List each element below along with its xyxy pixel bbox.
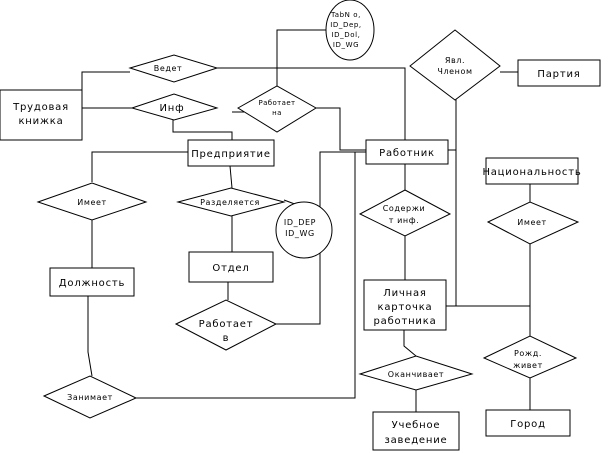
rel-label-line: т инф. — [389, 216, 420, 225]
rel-razdelyaetsya: Разделяется — [176, 187, 286, 217]
entity-lichnaya-kartochka: Личная карточка работника — [363, 279, 447, 331]
attr-label-line: TabN o, — [330, 11, 361, 19]
attr-label-line: ID_Dol, — [332, 31, 361, 39]
rel-label-line: Явл. — [445, 56, 465, 65]
rel-rabotaet-v: Работает в — [174, 299, 278, 351]
attr-keys-mid: ID_DEP ID_WG — [275, 201, 333, 259]
entity-gorod: Город — [485, 409, 571, 437]
entity-predpriyatie: Предприятие — [187, 139, 275, 167]
entity-natsionalnost: Национальность — [482, 157, 581, 185]
entity-label: Партия — [537, 69, 580, 80]
edge-rabotaet-rabotnik — [312, 107, 366, 151]
rel-inf: Инф — [130, 93, 219, 121]
entity-label-line: Трудовая — [12, 102, 69, 113]
rel-label: Имеет — [77, 198, 107, 207]
rel-yavl-chlenom: Явл. Членом — [409, 29, 501, 101]
rel-label: Ведет — [154, 64, 183, 73]
rel-label: Занимает — [67, 393, 113, 402]
entity-label: Город — [510, 419, 546, 430]
rel-label: Имеет — [517, 218, 547, 227]
edge-kartochka-rozhd — [446, 305, 531, 336]
entity-dolzhnost: Должность — [49, 267, 135, 297]
edge-dolzhnost-zanimaet — [87, 296, 93, 377]
rel-label-line: Работает — [199, 319, 254, 330]
rel-label: Инф — [160, 103, 185, 114]
entity-uchebnoe-zavedenie: Учебное заведение — [372, 411, 460, 451]
rel-label-line: Членом — [437, 67, 472, 76]
rel-label-line: Работает — [258, 99, 295, 107]
edge-zanimaet-rabotnik — [134, 152, 356, 399]
rel-vedet: Ведет — [128, 54, 219, 83]
rel-label: Оканчивает — [388, 370, 444, 379]
entity-trudovaya-knizhka: Трудовая книжка — [0, 89, 83, 141]
attr-label-line: ID_WG — [285, 229, 315, 238]
edge-rabotaet-keys — [276, 29, 330, 88]
edge-kartochka-imeet — [446, 244, 531, 307]
edge-inf-predpriyatie — [172, 120, 233, 140]
rel-okanchivaet: Оканчивает — [358, 355, 474, 391]
entity-label-line: Личная — [383, 288, 426, 299]
rel-rabotaet-na: Работает на — [237, 85, 317, 133]
entity-label: Предприятие — [191, 149, 271, 160]
edge-kartochka-okanchivaet — [403, 330, 417, 357]
rel-label-line: Рожд. — [514, 349, 542, 358]
rel-soderzhit-inf: Содержи т инф. — [358, 189, 452, 237]
entity-rabotnik: Работник — [365, 139, 449, 165]
edge-predpriyatie-razdelyaetsya — [229, 165, 233, 189]
edge-vedet-rabotnik — [217, 67, 406, 141]
rel-imeet-left: Имеет — [36, 182, 148, 221]
entity-label-line: заведение — [385, 435, 448, 446]
entity-label: Должность — [59, 278, 125, 289]
entity-otdel: Отдел — [188, 251, 274, 283]
rel-label-line: на — [272, 109, 282, 117]
edge-trudovaya-vedet — [81, 71, 130, 96]
entity-label-line: карточка — [378, 302, 433, 313]
rel-rozhd-zhivet: Рожд. живет — [482, 335, 578, 379]
edge-predpriyatie-imeet — [91, 151, 188, 182]
entity-label: Отдел — [212, 263, 249, 274]
rel-imeet-right: Имеет — [486, 201, 580, 245]
rel-label-line: живет — [513, 361, 543, 370]
rel-label: Разделяется — [200, 198, 260, 207]
entity-label: Национальность — [482, 167, 581, 178]
attr-label-line: ID_Dep, — [330, 21, 362, 29]
rel-zanimaet: Занимает — [42, 375, 138, 419]
rel-label-line: Содержи — [383, 204, 426, 213]
edge-rabotnik-yavl — [448, 96, 457, 151]
entity-label: Работник — [379, 148, 435, 159]
entity-label-line: Учебное — [392, 420, 441, 431]
attr-keys-top: TabN o, ID_Dep, ID_Dol, ID_WG — [325, 0, 375, 61]
entity-partiya: Партия — [517, 59, 601, 87]
entity-label-line: книжка — [18, 116, 63, 127]
rel-label-line: в — [223, 333, 230, 344]
attr-label-line: ID_WG — [333, 41, 359, 49]
attr-label-line: ID_DEP — [284, 218, 316, 227]
entity-label-line: работника — [374, 316, 437, 327]
